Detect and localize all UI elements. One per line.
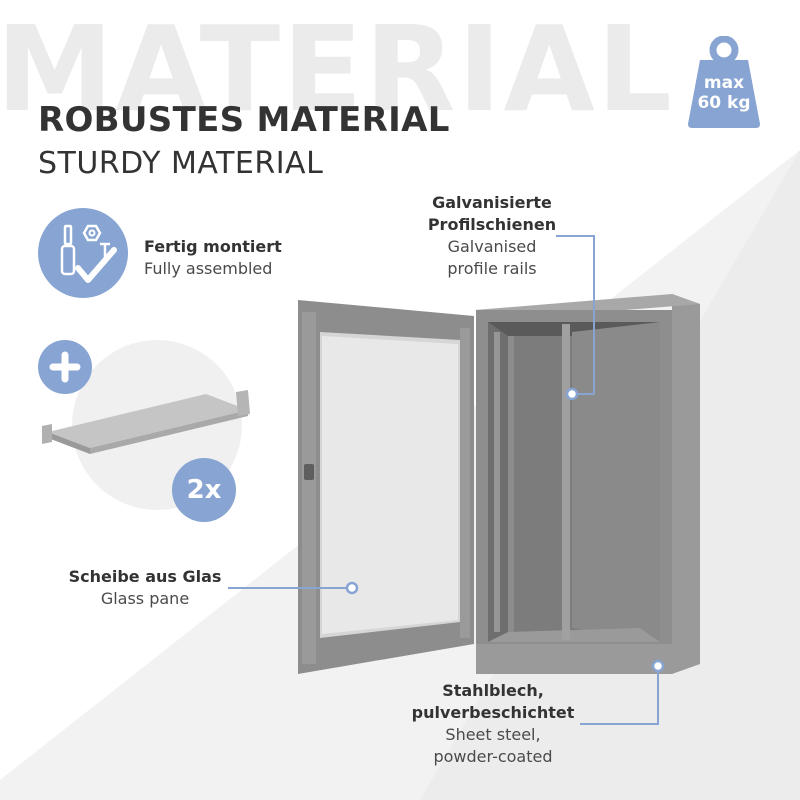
steel-callout-dot (651, 659, 665, 673)
rails-callout-dot (565, 387, 579, 401)
plus-icon (49, 351, 81, 383)
tools-check-icon (60, 224, 117, 283)
cabinet-image (298, 294, 700, 674)
assembled-label-en: Fully assembled (144, 259, 273, 278)
rails-label-en-2: profile rails (447, 259, 537, 278)
rails-callout-line (556, 235, 595, 395)
tools-badge (38, 208, 128, 298)
watermark-text: MATERIAL (0, 0, 674, 138)
plus-badge (38, 340, 92, 394)
headline-en: STURDY MATERIAL (38, 146, 324, 181)
weight-label-value: 60 kg (697, 93, 751, 113)
steel-label-de-2: pulverbeschichtet (411, 703, 575, 722)
headline-de: ROBUSTES MATERIAL (38, 100, 450, 140)
steel-label: Stahlblech, pulverbeschichtet Sheet stee… (408, 680, 578, 768)
rails-label: Galvanisierte Profilschienen Galvanised … (410, 192, 574, 280)
shelf-count-badge: 2x (172, 458, 236, 522)
rails-label-de-2: Profilschienen (427, 215, 557, 234)
assembled-label-de: Fertig montiert (144, 237, 282, 256)
glass-label-de: Scheibe aus Glas (68, 567, 222, 586)
weight-badge: max 60 kg (686, 36, 762, 128)
steel-label-de-1: Stahlblech, (442, 681, 544, 700)
rails-label-de-1: Galvanisierte (432, 193, 552, 212)
shelf-image (42, 390, 250, 454)
glass-label-en: Glass pane (100, 589, 190, 608)
steel-label-en-2: powder-coated (433, 747, 553, 766)
weight-icon (688, 36, 760, 128)
glass-label: Scheibe aus Glas Glass pane (60, 566, 230, 610)
steel-label-en-1: Sheet steel, (445, 725, 541, 744)
steel-callout-line (580, 668, 659, 725)
glass-callout-dot (345, 581, 359, 595)
rails-label-en-1: Galvanised (447, 237, 537, 256)
assembled-label: Fertig montiert Fully assembled (144, 236, 282, 280)
weight-label-max: max (703, 73, 745, 93)
